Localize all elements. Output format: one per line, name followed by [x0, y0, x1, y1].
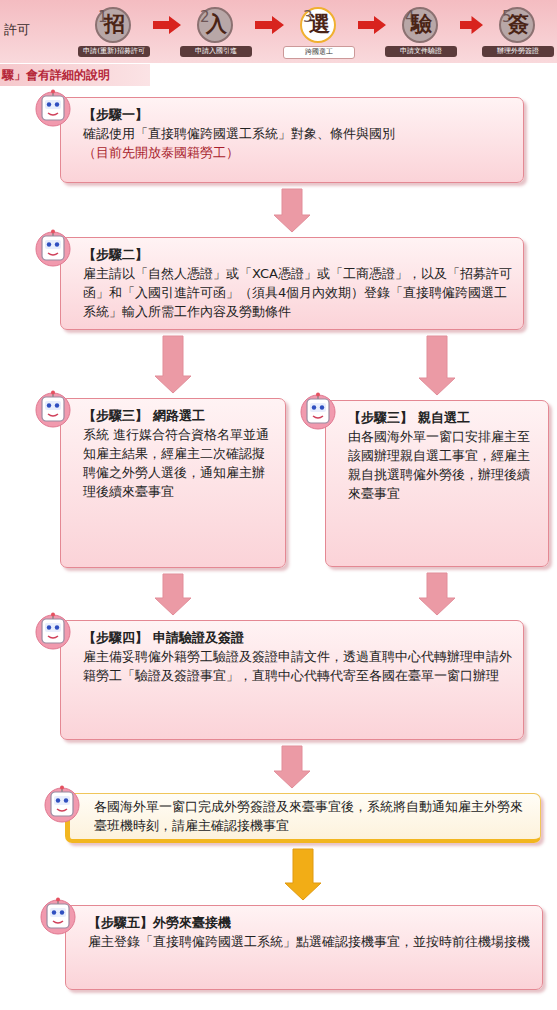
- step-caption: 申請入國引進: [180, 46, 252, 57]
- step-heading: 【步驟三】 網路選工: [83, 406, 275, 425]
- info-label: 驟」會有詳細的說明: [2, 67, 110, 83]
- mascot-icon: [300, 392, 336, 430]
- step-char: 招: [78, 11, 150, 37]
- mascot-icon: [44, 785, 80, 823]
- note-text: （目前先開放泰國籍勞工）: [83, 143, 513, 162]
- step-caption: 申請(重新)招募許可: [78, 46, 150, 57]
- mascot-icon: [40, 897, 76, 935]
- flow-arrow: [155, 574, 191, 615]
- step-heading: 【步驟二】: [83, 245, 513, 264]
- step-char: 驗: [385, 11, 457, 37]
- mascot-icon: [35, 89, 71, 127]
- process-box: 【步驟三】 網路選工系統 進行媒合符合資格名單並通知雇主結果，經雇主二次確認擬聘…: [60, 398, 286, 568]
- body-text: 雇主請以「自然人憑證」或「XCA憑證」或「工商憑證」，以及「招募許可函」和「入國…: [83, 264, 513, 321]
- process-box: 【步驟三】 親自選工由各國海外單一窗口安排雇主至該國辦理親自選工事宜，經雇主親自…: [325, 400, 549, 567]
- body-text: 各國海外單一窗口完成外勞簽證及來臺事宜後，系統將自動通知雇主外勞來臺班機時刻，請…: [94, 797, 530, 835]
- mascot-icon: [35, 612, 71, 650]
- process-box: 【步驟四】 申請驗證及簽證雇主備妥聘僱外籍勞工驗證及簽證申請文件，透過直聘中心代…: [60, 620, 524, 740]
- flow-arrow: [274, 189, 310, 232]
- step-badge: 2入申請入國引進: [180, 7, 252, 65]
- body-text: 系統 進行媒合符合資格名單並通知雇主結果，經雇主二次確認擬聘僱之外勞人選後，通知…: [83, 425, 275, 501]
- mascot-icon: [35, 390, 71, 428]
- body-text: 雇主登錄「直接聘僱跨國選工系統」點選確認接機事宜，並按時前往機場接機: [88, 932, 532, 951]
- step-caption: 申請文件驗證: [385, 46, 457, 57]
- process-box: 【步驟五】外勞來臺接機雇主登錄「直接聘僱跨國選工系統」點選確認接機事宜，並按時前…: [65, 905, 543, 990]
- step-char: 選: [283, 11, 355, 37]
- flow-arrow: [358, 16, 386, 34]
- flow-arrow: [255, 16, 284, 34]
- flow-arrow: [285, 849, 321, 900]
- mascot-icon: [35, 229, 71, 267]
- flow-arrow: [419, 336, 455, 395]
- step-heading: 【步驟四】 申請驗證及簽證: [83, 628, 513, 647]
- flow-arrow: [460, 16, 483, 34]
- step-heading: 【步驟一】: [83, 105, 513, 124]
- notice-box: 各國海外單一窗口完成外勞簽證及來臺事宜後，系統將自動通知雇主外勞來臺班機時刻，請…: [65, 793, 541, 843]
- body-text: 雇主備妥聘僱外籍勞工驗證及簽證申請文件，透過直聘中心代轉辦理申請外籍勞工「驗證及…: [83, 647, 513, 685]
- flow-arrow: [155, 336, 191, 393]
- step-heading: 【步驟五】外勞來臺接機: [88, 913, 532, 932]
- flow-arrow: [419, 573, 455, 615]
- flow-arrow: [274, 746, 310, 788]
- step-badge: 3選跨國選工: [283, 7, 355, 65]
- step-char: 入: [180, 11, 252, 37]
- step-heading: 【步驟三】 親自選工: [348, 408, 538, 427]
- step-char: 簽: [482, 11, 554, 37]
- flow-arrow: [153, 16, 181, 34]
- step-caption: 跨國選工: [283, 46, 355, 59]
- step-badge: 4驗申請文件驗證: [385, 7, 457, 65]
- body-text: 由各國海外單一窗口安排雇主至該國辦理親自選工事宜，經雇主親自挑選聘僱外勞後，辦理…: [348, 427, 538, 503]
- step-caption: 辦理外勞簽證: [482, 46, 554, 57]
- process-box: 【步驟二】雇主請以「自然人憑證」或「XCA憑證」或「工商憑證」，以及「招募許可函…: [60, 237, 524, 330]
- step-badge: 1招申請(重新)招募許可: [78, 7, 150, 65]
- process-box: 【步驟一】確認使用「直接聘僱跨國選工系統」對象、條件與國別（目前先開放泰國籍勞工…: [60, 97, 524, 183]
- step-badge: 5簽辦理外勞簽證: [482, 7, 554, 65]
- cut-off-label: 許可: [4, 22, 30, 38]
- body-text: 確認使用「直接聘僱跨國選工系統」對象、條件與國別: [83, 124, 513, 143]
